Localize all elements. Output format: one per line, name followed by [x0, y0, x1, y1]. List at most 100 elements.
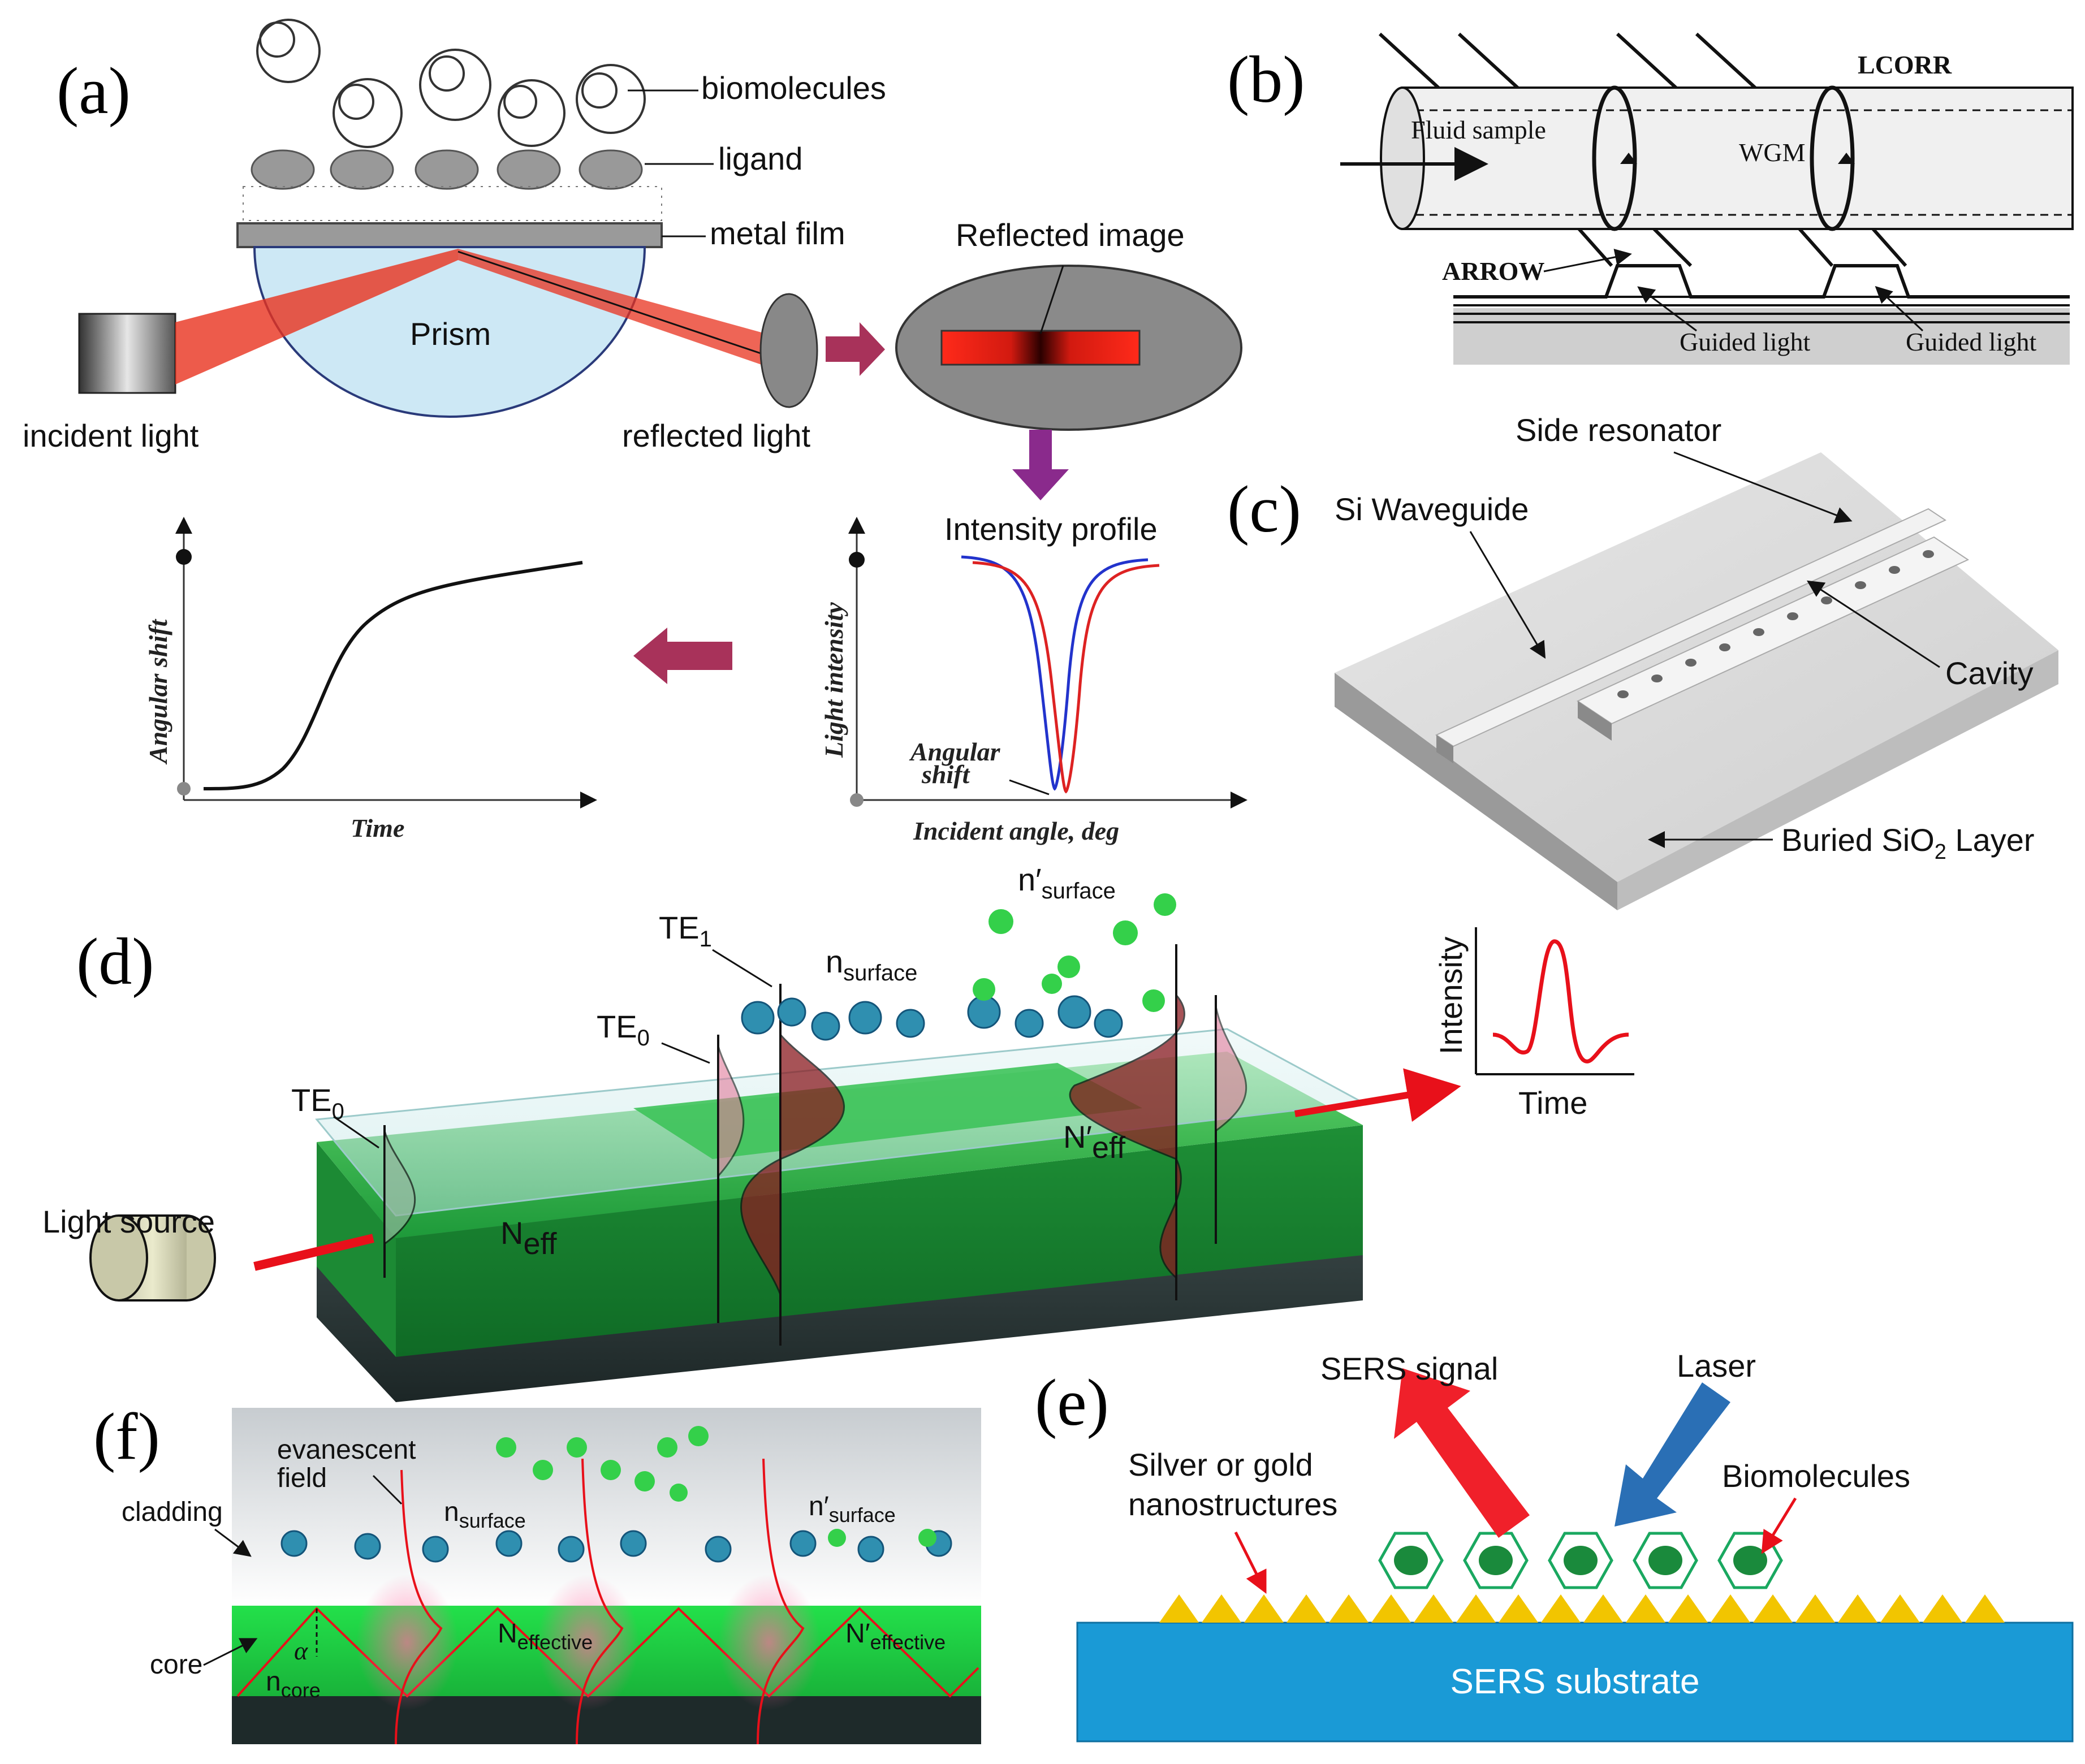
wgm-ring-1: [1592, 85, 1637, 231]
panel-c-label: (c): [1227, 472, 1301, 546]
ligand-label: ligand: [718, 141, 802, 176]
evanescent-fields: [356, 1458, 820, 1745]
panel-d-label: (d): [76, 924, 154, 998]
panel-e-label: (e): [1035, 1365, 1109, 1439]
time-chart-y-dot: [176, 549, 192, 565]
evanescent-label-1: evanescent: [277, 1435, 416, 1465]
time-chart-origin-dot: [177, 782, 191, 795]
silver-gold-label-1: Silver or gold: [1128, 1447, 1313, 1482]
angular-shift-label-1: Angular: [909, 737, 1001, 766]
d-output-beam: [1294, 1068, 1461, 1122]
panel-b: (b) Fluid sample: [1227, 32, 2074, 365]
reflected-image-strip: [940, 330, 1141, 366]
b-substrate: [1453, 308, 2070, 365]
laser-label: Laser: [1677, 1348, 1756, 1383]
laser-arrow: [1615, 1382, 1730, 1527]
silver-gold-leader: [1234, 1531, 1267, 1594]
panel-f: (f) α: [93, 1399, 981, 1745]
antibodies-d: [741, 995, 1123, 1041]
te0-mid-label: TE0: [597, 1009, 650, 1050]
cavity-leader: [1806, 580, 1940, 668]
alpha-label: α: [294, 1636, 308, 1665]
sers-substrate-label: SERS substrate: [1450, 1662, 1699, 1701]
chip-front-left: [1335, 673, 1617, 910]
biomolecule-clusters: [256, 19, 646, 148]
te1-label: TE1: [659, 910, 712, 952]
te0-left-label: TE0: [291, 1082, 344, 1124]
reflected-image-label: Reflected image: [956, 217, 1185, 253]
n-eff-label: Neff: [500, 1215, 558, 1261]
incident-light-label: incident light: [23, 418, 199, 453]
slab-left-side: [317, 1142, 396, 1357]
reflected-image-leader: [1039, 265, 1064, 334]
light-intensity-label: Light intensity: [819, 602, 848, 758]
prism-label: Prism: [410, 316, 491, 352]
guided-light-2-leader: [1875, 286, 1924, 332]
angular-shift-label-2: shift: [921, 760, 970, 789]
profile-curve-blue: [961, 555, 1149, 791]
chip-front-right: [1617, 650, 2058, 910]
f-cladding: [232, 1408, 981, 1606]
lcorr-tube: [1401, 87, 2074, 230]
side-resonator-leader: [1673, 451, 1853, 524]
panel-a-label: (a): [57, 54, 131, 128]
side-resonator-label: Side resonator: [1516, 412, 1721, 448]
linker-layer: [243, 186, 662, 221]
te-mode-profiles: [383, 944, 1247, 1346]
buried-label: Buried SiO2 Layer: [1781, 822, 2035, 864]
sers-biomolecules: [1378, 1532, 1783, 1589]
b-step-profile: [1453, 264, 2070, 299]
panel-a: (a) Prism incident light: [23, 19, 1247, 845]
core-label: core: [150, 1650, 202, 1680]
incident-beam: [175, 249, 458, 384]
biomolecules-e-label: Biomolecules: [1722, 1458, 1910, 1494]
f-n-prime-effective-label: N′effective: [845, 1619, 946, 1654]
arrow-leader: [1543, 248, 1632, 273]
si-waveguide-leader: [1469, 531, 1546, 659]
gold-nanostructures: [1159, 1594, 2005, 1623]
angular-shift-curve: [203, 561, 583, 790]
panel-d: (d): [42, 862, 1634, 1402]
si-waveguide-label: Si Waveguide: [1335, 491, 1529, 527]
lcorr-end: [1380, 87, 1425, 230]
light-source-cylinder: [78, 313, 176, 394]
guided-light-1-leader: [1637, 286, 1697, 332]
angular-shift-leader: [1009, 779, 1050, 795]
side-resonator-side: [1578, 701, 1612, 741]
sensing-window: [633, 1063, 1142, 1159]
reflected-light-label: reflected light: [622, 418, 811, 453]
intensity-profile-label: Intensity profile: [944, 511, 1158, 547]
panel-f-label: (f): [93, 1399, 160, 1473]
cladding-label: cladding: [122, 1497, 223, 1527]
wgm-arrow-2: [1838, 153, 1855, 164]
panel-e: (e) SERS substrate: [1035, 1348, 2074, 1743]
panel-c: (c) Side resonator Si Waveguide Cavity: [1227, 412, 2058, 910]
arrow-left: [633, 628, 732, 684]
slab-front-side: [396, 1125, 1363, 1357]
wgm-arrow-1: [1620, 153, 1637, 164]
silver-gold-label-2: nanostructures: [1128, 1486, 1337, 1522]
reflected-ray: [457, 250, 787, 363]
fluid-sample-label: Fluid sample: [1411, 115, 1546, 144]
out-intensity-label: Intensity: [1433, 936, 1469, 1054]
incident-angle-label: Incident angle, deg: [913, 816, 1119, 845]
time-axis-label: Time: [351, 814, 404, 842]
sers-substrate: [1076, 1622, 2074, 1743]
wgm-ring-2: [1810, 85, 1855, 231]
profile-origin-dot: [850, 793, 864, 807]
biomolecules-e-leader: [1761, 1497, 1797, 1554]
metal-film: [236, 222, 663, 248]
f-n-surface-label: nsurface: [444, 1497, 526, 1532]
n-prime-eff-label: N′eff: [1063, 1119, 1126, 1165]
ligand-row: [251, 149, 643, 190]
arrow-to-image: [826, 322, 885, 376]
detector-disc: [759, 293, 818, 408]
arrow-down: [1012, 430, 1069, 500]
arrow-label: ARROW: [1442, 257, 1544, 286]
light-source-label: Light source: [42, 1204, 215, 1239]
d-input-beam: [253, 1234, 374, 1271]
cavity-label: Cavity: [1945, 655, 2034, 691]
panel-b-label: (b): [1227, 42, 1305, 116]
d-light-source-front: [89, 1214, 148, 1302]
guided-light-1-label: Guided light: [1680, 327, 1810, 356]
